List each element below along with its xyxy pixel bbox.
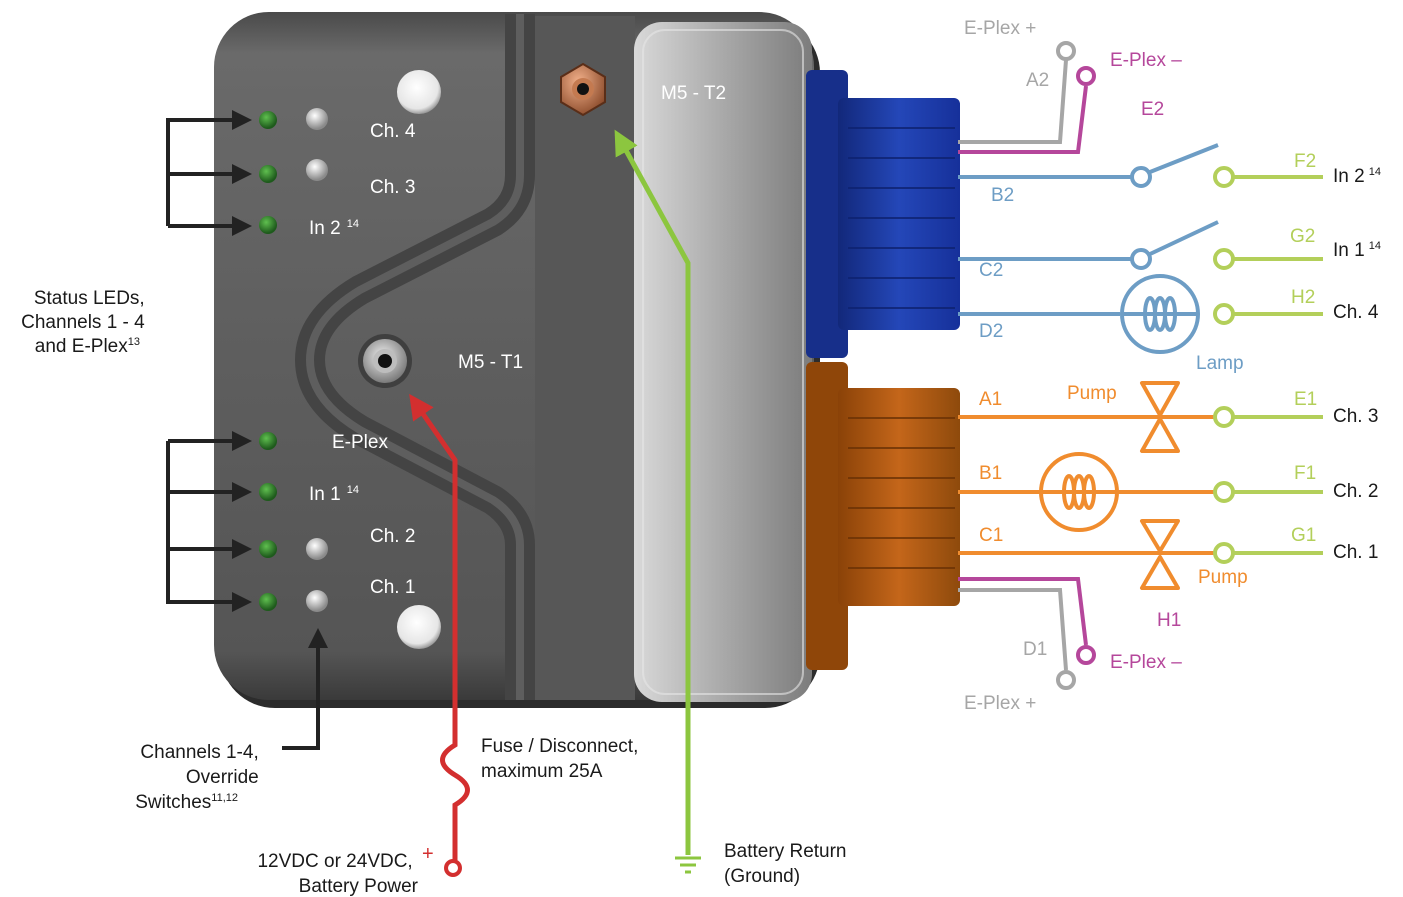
label-d2: D2 [979,321,1003,342]
override-switches-label: Channels 1-4, Override Switches11,12 [135,742,264,813]
led-ch1 [259,593,277,611]
label-h1: H1 [1157,610,1181,631]
fuse-label: Fuse / Disconnect, maximum 25A [481,736,644,782]
power-wire [409,393,470,860]
led-ch2 [259,540,277,558]
override-button-ch1[interactable] [306,590,328,612]
label-e1: E1 [1294,389,1317,410]
led-eplex [259,432,277,450]
led-in2 [259,216,277,234]
label-a1: A1 [979,389,1002,410]
pump-icon-bottom [1140,519,1180,590]
module-label-ch3: Ch. 3 [370,177,415,198]
label-ch2-right: Ch. 2 [1333,481,1378,502]
label-g1: G1 [1291,525,1316,546]
terminal-m5-t1 [358,334,412,388]
label-eplex-plus-bottom: E-Plex + [964,693,1036,714]
label-g2: G2 [1290,226,1315,247]
status-led-bracket [166,110,252,612]
mount-hole-top [397,70,441,114]
module-housing [214,12,820,708]
connector-orange [806,362,960,670]
pump-icon-top [1140,381,1180,453]
module-label-ch4: Ch. 4 [370,121,416,142]
module-label-eplex: E-Plex [332,432,388,453]
led-in1 [259,483,277,501]
label-pump-top: Pump [1067,383,1117,404]
label-ch4-right: Ch. 4 [1333,302,1379,323]
power-terminal [444,859,462,877]
connector-blue [806,70,960,358]
label-b1: B1 [979,463,1002,484]
label-ch1-right: Ch. 1 [1333,542,1378,563]
label-e2: E2 [1141,99,1164,120]
label-eplex-minus-bottom: E-Plex – [1110,652,1182,673]
terminal-m5-t2 [560,62,606,117]
status-leds-label: Status LEDs, Channels 1 - 4 and E-Plex13 [21,288,150,357]
module-label-ch2: Ch. 2 [370,526,415,547]
battery-plus-sign: + [422,843,434,865]
terminal-e2 [1076,66,1096,86]
label-h2: H2 [1291,287,1315,308]
terminal-d1 [1056,670,1076,690]
label-lamp: Lamp [1196,353,1244,374]
label-b2: B2 [991,185,1014,206]
label-ch3-right: Ch. 3 [1333,406,1378,427]
module-label-ch1: Ch. 1 [370,577,415,598]
label-pump-bottom: Pump [1198,567,1248,588]
mount-hole-bottom [397,605,441,649]
module-label-m5-t1: M5 - T1 [458,352,523,373]
wire-d1 [958,588,1068,671]
led-ch3 [259,165,277,183]
lamp-icon [1120,274,1200,354]
module-panel-right [535,16,635,700]
led-ch4 [259,111,277,129]
status-leds [259,111,277,611]
label-f2: F2 [1294,151,1316,172]
module-label-m5-t2: M5 - T2 [661,83,726,104]
label-a2: A2 [1026,70,1049,91]
wire-h1 [958,577,1088,646]
label-c1: C1 [979,525,1003,546]
module-slab [634,22,812,702]
label-eplex-minus-top: E-Plex – [1110,50,1182,71]
label-d1: D1 [1023,639,1047,660]
battery-return-label: Battery Return (Ground) [724,841,852,887]
switch-in1 [1149,220,1219,256]
wire-a2 [958,59,1068,144]
override-button-ch3[interactable] [306,159,328,181]
label-f1: F1 [1294,463,1316,484]
ground-symbol [675,856,701,874]
override-button-ch2[interactable] [306,538,328,560]
override-arrow [282,628,328,750]
label-eplex-plus-top: E-Plex + [964,18,1036,39]
terminal-a2 [1056,41,1076,61]
battery-power-label: 12VDC or 24VDC, Battery Power [257,851,418,897]
coil-icon [1039,452,1119,532]
override-switches[interactable] [306,108,328,612]
terminal-h1 [1076,645,1096,665]
wire-e2 [958,85,1088,154]
override-button-ch4[interactable] [306,108,328,130]
label-c2: C2 [979,260,1003,281]
ground-wire [614,129,691,855]
switch-in2 [1149,143,1219,174]
